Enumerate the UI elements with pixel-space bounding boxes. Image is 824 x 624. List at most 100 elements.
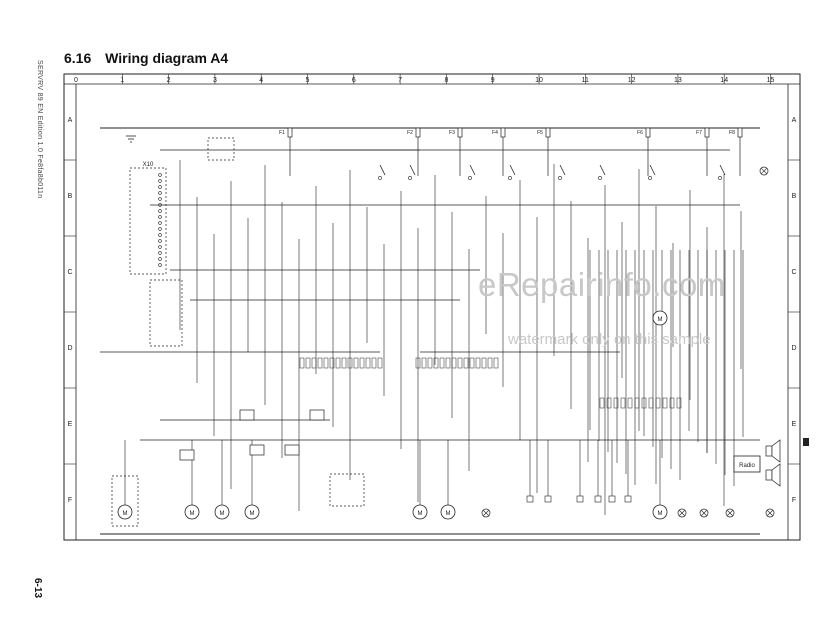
terminal <box>613 397 619 409</box>
valve-symbol <box>544 495 552 503</box>
switch-contact <box>719 164 726 176</box>
terminal <box>347 357 353 369</box>
terminal <box>158 263 162 267</box>
fuse <box>704 127 710 138</box>
terminal <box>606 397 612 409</box>
column-label-15: 15 <box>767 77 775 84</box>
row-label-F-right: F <box>792 497 796 504</box>
terminal <box>323 357 329 369</box>
switch-contact <box>409 164 416 176</box>
switch-terminal <box>378 176 382 180</box>
radio-unit <box>733 455 761 473</box>
motor-label: M <box>418 511 423 517</box>
terminal <box>158 245 162 249</box>
column-label-1: 1 <box>120 77 124 84</box>
motor-label: M <box>123 511 128 517</box>
relay-coil <box>284 444 300 456</box>
fuse-label: F2 <box>407 130 413 136</box>
terminal <box>158 209 162 213</box>
fuse-label: F5 <box>537 130 543 136</box>
lamp-cross <box>482 509 490 517</box>
column-label-7: 7 <box>398 77 402 84</box>
switch-contact <box>469 164 476 176</box>
fuse-label: F3 <box>449 130 455 136</box>
terminal <box>158 227 162 231</box>
lamp-cross <box>678 509 686 517</box>
terminal <box>676 397 682 409</box>
fuse-label: F1 <box>279 130 285 136</box>
column-label-0: 0 <box>74 77 78 84</box>
fuse-label: F6 <box>637 130 643 136</box>
relay-coil <box>179 449 195 461</box>
terminal <box>457 357 463 369</box>
terminal <box>627 397 633 409</box>
terminal <box>341 357 347 369</box>
fuse-label: F8 <box>729 130 735 136</box>
terminal <box>158 251 162 255</box>
fuse <box>415 127 421 138</box>
column-label-14: 14 <box>720 77 728 84</box>
column-label-4: 4 <box>259 77 263 84</box>
row-label-C-right: C <box>791 269 796 276</box>
row-label-B: B <box>68 193 73 200</box>
relay-coil <box>309 409 325 421</box>
switch-contact <box>509 164 516 176</box>
switch-terminal <box>718 176 722 180</box>
watermark-subtext: watermark only on this sample <box>508 331 711 348</box>
connector-label: X10 <box>143 162 154 168</box>
section-number: 6.16 <box>64 50 92 66</box>
terminal <box>451 357 457 369</box>
connector-block-x13 <box>207 137 235 161</box>
terminal <box>311 357 317 369</box>
terminal <box>329 357 335 369</box>
terminal <box>669 397 675 409</box>
speaker-cone <box>771 439 781 463</box>
lamp-cross <box>760 167 768 175</box>
fuse-label: F4 <box>492 130 498 136</box>
fuse <box>645 127 651 138</box>
connector-block <box>149 279 183 347</box>
terminal <box>445 357 451 369</box>
fuse <box>457 127 463 138</box>
fuse <box>737 127 743 138</box>
terminal <box>599 397 605 409</box>
terminal <box>421 357 427 369</box>
terminal <box>371 357 377 369</box>
lamp-cross <box>766 509 774 517</box>
terminal <box>158 215 162 219</box>
terminal <box>158 185 162 189</box>
relay-coil <box>249 444 265 456</box>
fuse <box>287 127 293 138</box>
row-label-D: D <box>67 345 72 352</box>
switch-terminal <box>508 176 512 180</box>
terminal <box>317 357 323 369</box>
terminal <box>493 357 499 369</box>
switch-contact <box>379 164 386 176</box>
watermark-text: eRepairinfo.com <box>478 266 726 303</box>
row-label-D-right: D <box>791 345 796 352</box>
motor-label: M <box>658 317 663 323</box>
switch-contact <box>599 164 606 176</box>
side-document-code: SERVRV 89 EN Edition 1.0 Fe8fa8b011n <box>36 60 43 199</box>
terminal <box>158 221 162 225</box>
terminal <box>158 179 162 183</box>
terminal <box>335 357 341 369</box>
column-label-8: 8 <box>444 77 448 84</box>
valve-symbol <box>526 495 534 503</box>
fuse-label: F7 <box>696 130 702 136</box>
terminal <box>620 397 626 409</box>
terminal <box>475 357 481 369</box>
terminal <box>463 357 469 369</box>
terminal <box>359 357 365 369</box>
column-label-5: 5 <box>306 77 310 84</box>
radio-label: Radio <box>739 463 755 469</box>
connector-block <box>329 473 365 507</box>
terminal <box>439 357 445 369</box>
relay-coil <box>239 409 255 421</box>
terminal <box>158 203 162 207</box>
terminal <box>158 191 162 195</box>
speaker-cone <box>771 463 781 487</box>
terminal <box>433 357 439 369</box>
motor-label: M <box>250 511 255 517</box>
page-number: 6-13 <box>32 578 43 599</box>
